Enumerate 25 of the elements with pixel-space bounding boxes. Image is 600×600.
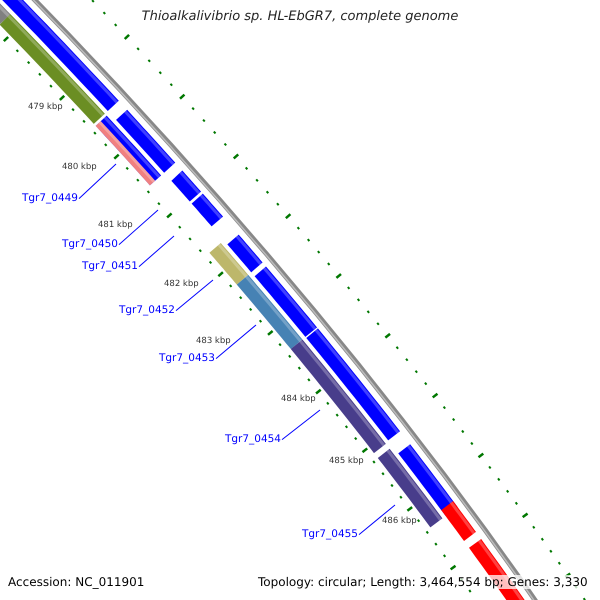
gene-label: Tgr7_0454	[224, 433, 281, 445]
gene-label: Tgr7_0451	[82, 260, 138, 272]
leader-line	[282, 410, 320, 440]
gene-label: Tgr7_0452	[118, 304, 175, 316]
accession-note: Accession: NC_011901	[8, 575, 144, 589]
leader-line	[216, 324, 256, 360]
gene-label: Tgr7_0453	[158, 352, 215, 364]
leader-line	[358, 504, 396, 536]
tick-label: 482 kbp	[164, 279, 199, 289]
leader-line	[176, 280, 214, 312]
tick-label: 485 kbp	[329, 456, 364, 466]
tick-label: 480 kbp	[62, 162, 97, 172]
tick-label: 484 kbp	[281, 394, 316, 404]
tick-label: 483 kbp	[196, 336, 231, 346]
leader-line	[118, 210, 158, 246]
leader-line	[138, 236, 174, 268]
gene-label: Tgr7_0449	[22, 192, 78, 204]
title: Thioalkalivibrio sp. HL-EbGR7, complete genome	[140, 9, 460, 24]
gene-label: Tgr7_0455	[302, 528, 358, 540]
leader-line	[78, 164, 116, 200]
tick-label: 481 kbp	[98, 220, 133, 230]
gene-label: Tgr7_0450	[62, 238, 118, 250]
tick-label: 486 kbp	[382, 516, 417, 526]
tick-label: 479 kbp	[28, 102, 63, 112]
genome-stats: Topology: circular; Length: 3,464,554 bp; Genes: 3,330	[258, 575, 588, 589]
